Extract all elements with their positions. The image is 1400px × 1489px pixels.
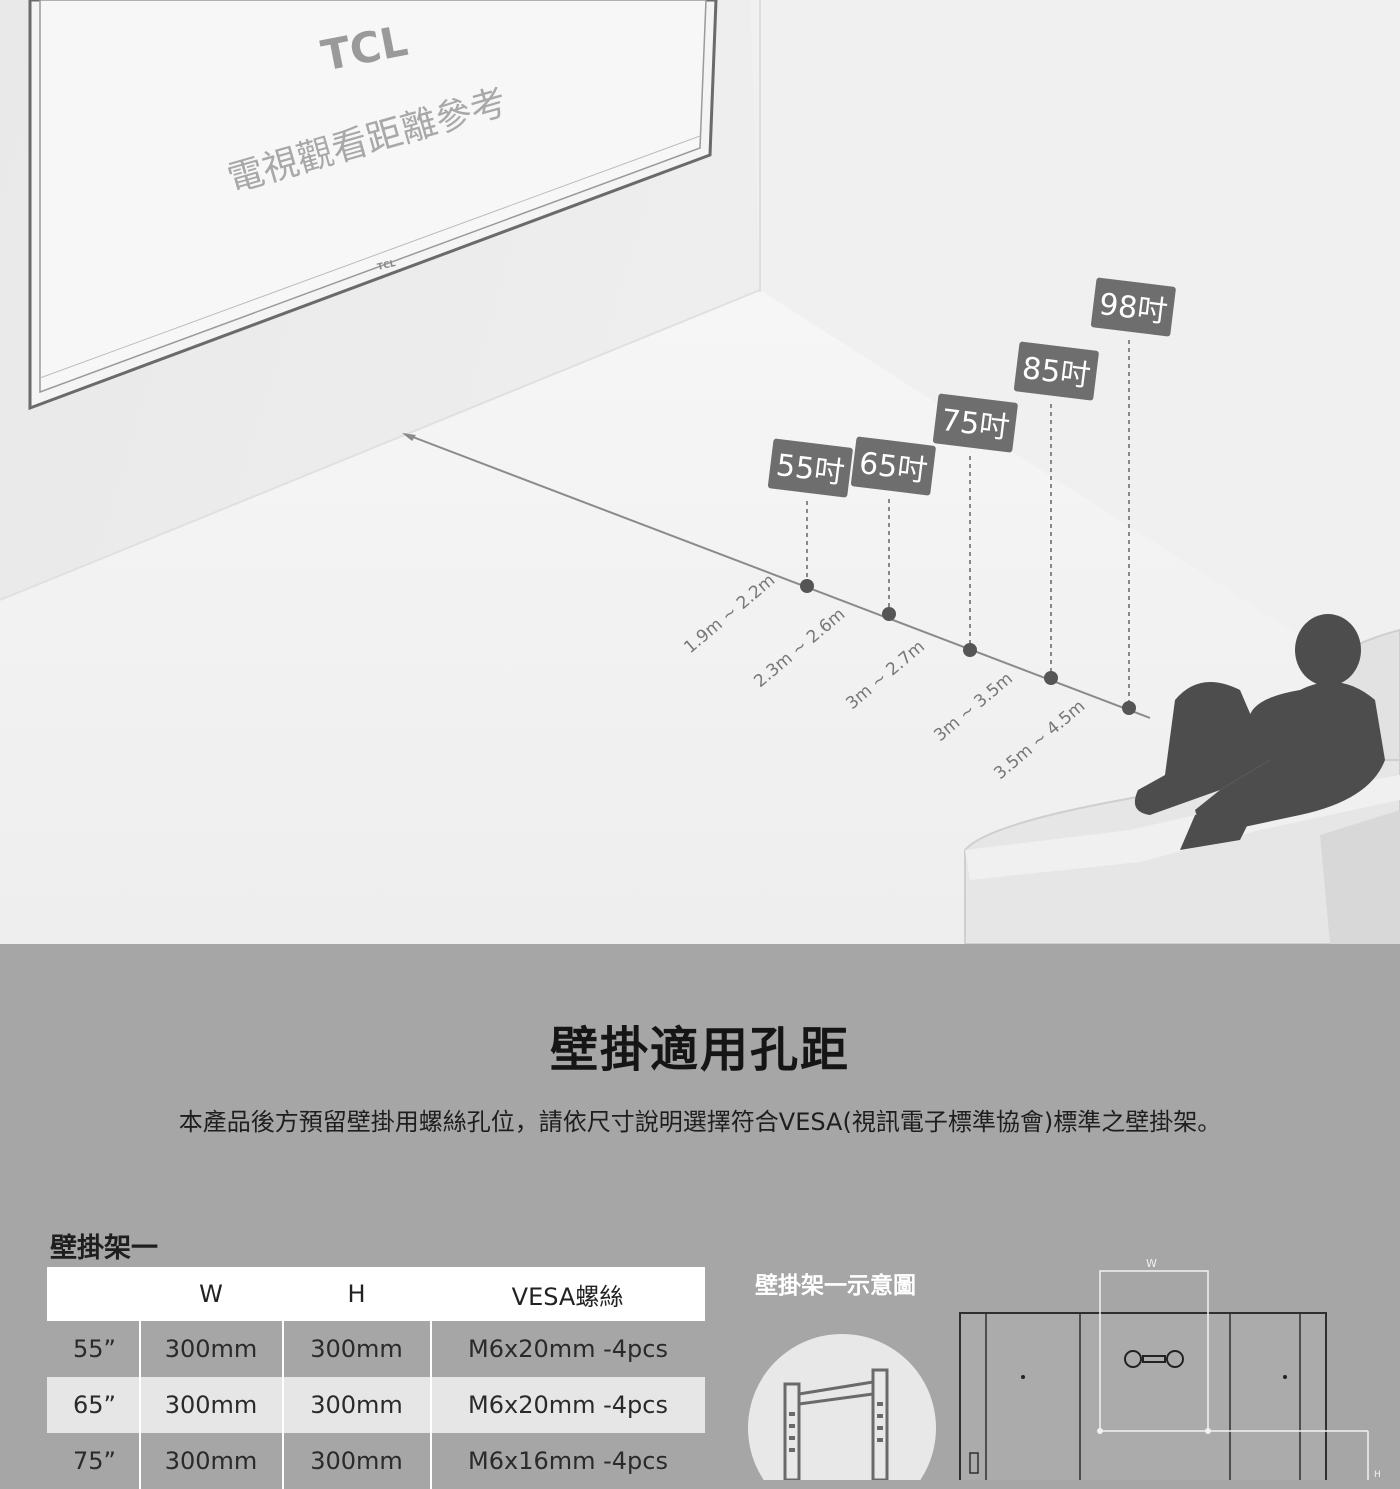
- distance-marker-dot: [1122, 701, 1136, 715]
- size-tag-bg: [932, 393, 1018, 453]
- table-header-row: W H VESA螺絲: [47, 1267, 705, 1321]
- diagram-w-label: W: [1146, 1257, 1157, 1270]
- cell-w: 300mm: [139, 1321, 284, 1377]
- size-tag-label: 85吋: [1020, 351, 1092, 394]
- size-tag-bg: [767, 438, 853, 498]
- section-description: 本產品後方預留壁掛用螺絲孔位，請依尺寸說明選擇符合VESA(視訊電子標準協會)標…: [178, 1108, 1222, 1136]
- cell-h: 300mm: [282, 1321, 432, 1377]
- cell-h: 300mm: [282, 1433, 432, 1489]
- cell-vesa: M6x20mm -4pcs: [468, 1335, 668, 1363]
- table-row: 55” 300mm 300mm M6x20mm -4pcs: [47, 1321, 705, 1377]
- distance-arrow: [404, 433, 1151, 719]
- tv-rear-diagram: W H: [959, 1257, 1381, 1480]
- spec-table: W H VESA螺絲 55” 300mm 300mm M6x20mm -4pcs…: [47, 1267, 705, 1489]
- size-tag: 75吋: [932, 393, 1018, 453]
- size-tag-bg: [850, 436, 936, 496]
- header-size: [47, 1267, 140, 1321]
- cell-vesa: M6x16mm -4pcs: [468, 1447, 668, 1475]
- size-tag-label: 98吋: [1097, 287, 1169, 330]
- cell-w: 300mm: [139, 1377, 284, 1433]
- wall-mount-section: 壁掛適用孔距 本產品後方預留壁掛用螺絲孔位，請依尺寸說明選擇符合VESA(視訊電…: [0, 944, 1400, 1489]
- floor: [0, 290, 1400, 944]
- distance-marker-dot: [882, 607, 896, 621]
- size-tag: 98吋: [1090, 277, 1176, 337]
- header-w: W: [139, 1267, 283, 1321]
- size-tag-bg: [1013, 341, 1099, 401]
- cell-size: 75”: [47, 1433, 141, 1489]
- tv: TCL 電視觀看距離參考 TCL: [28, 0, 718, 411]
- size-tag: 55吋: [767, 438, 853, 498]
- table-row: 65” 300mm 300mm M6x20mm -4pcs: [47, 1377, 705, 1433]
- section-title: 壁掛適用孔距: [549, 1022, 850, 1078]
- size-tag-bg: [1090, 277, 1176, 337]
- size-tag: 65吋: [850, 436, 936, 496]
- tcl-small-logo: TCL: [376, 259, 397, 273]
- header-vesa: VESA螺絲: [430, 1267, 705, 1321]
- distance-marker-dot: [1044, 671, 1058, 685]
- diagram-h-label: H: [1374, 1470, 1381, 1480]
- size-tag-label: 75吋: [939, 403, 1011, 446]
- bracket-photo: [748, 1334, 936, 1480]
- cell-vesa: M6x20mm -4pcs: [430, 1377, 705, 1433]
- size-tag-label: 55吋: [774, 448, 846, 491]
- cell-w: 300mm: [139, 1433, 284, 1489]
- vesa-frame: [1099, 1270, 1209, 1432]
- table-row: 75” 300mm 300mm M6x16mm -4pcs: [47, 1433, 705, 1489]
- distance-marker-dot: [963, 643, 977, 657]
- cell-size: 55”: [47, 1321, 141, 1377]
- distance-marker-dot: [800, 579, 814, 593]
- cell-size: 65”: [47, 1377, 141, 1433]
- diagram-title: 壁掛架一示意圖: [755, 1273, 916, 1299]
- cell-h: 300mm: [282, 1377, 432, 1433]
- person-silhouette: [1134, 614, 1385, 850]
- size-tag-label: 65吋: [857, 446, 929, 489]
- mount-title: 壁掛架一: [50, 1233, 158, 1264]
- size-tag: 85吋: [1013, 341, 1099, 401]
- header-h: H: [282, 1267, 431, 1321]
